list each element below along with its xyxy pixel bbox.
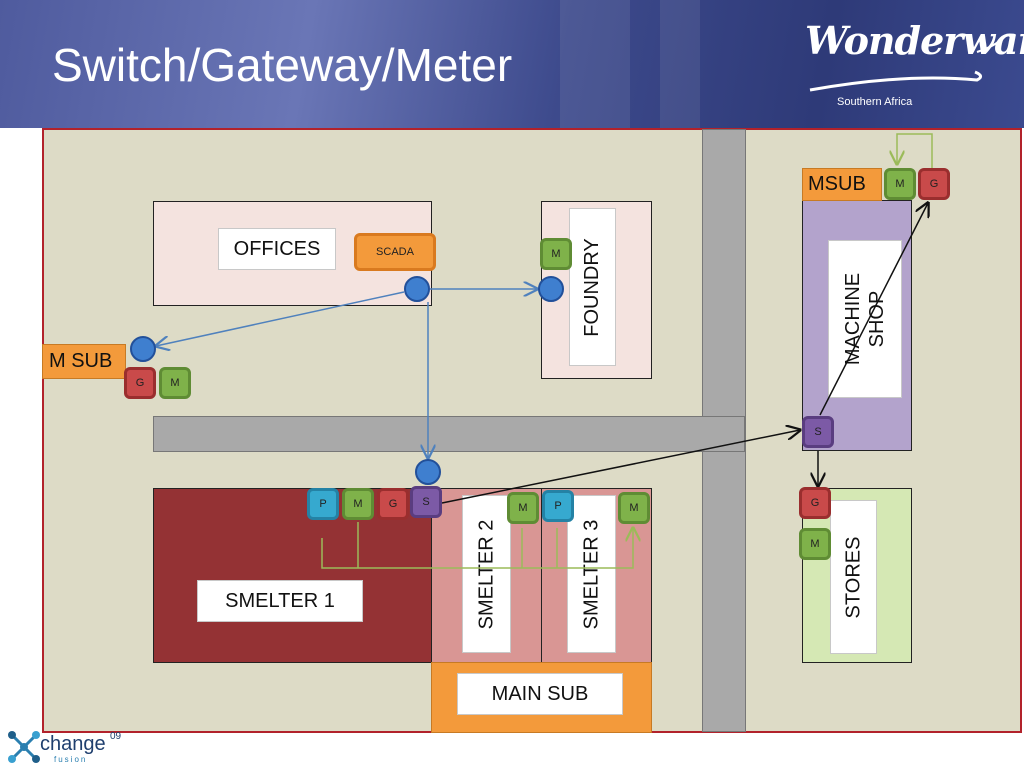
page-title: Switch/Gateway/Meter	[52, 39, 513, 91]
smelter1-switch: S	[410, 486, 442, 518]
machine-shop-switch: S	[802, 416, 834, 448]
wonderware-logo: Wonderware Southern Africa	[805, 18, 1024, 113]
link-offices-msub	[156, 291, 405, 346]
smelter3-meter: M	[618, 492, 650, 524]
machine-shop-meter: M	[884, 168, 916, 200]
foundry-label-box: FOUNDRY	[569, 208, 616, 366]
stores-meter: M	[799, 528, 831, 560]
smelter-network-node	[415, 459, 441, 485]
stores-label-box: STORES	[830, 500, 877, 654]
machine-shop-gateway: G	[918, 168, 950, 200]
machine-shop-label-box: MACHINE SHOP	[828, 240, 902, 398]
link-smelter-switch	[441, 430, 800, 504]
main-sub-label: MAIN SUB	[457, 673, 623, 715]
msub-network-node	[130, 336, 156, 362]
smelter2-label-box: SMELTER 2	[462, 495, 511, 653]
msub-gateway: G	[124, 367, 156, 399]
smelter3-plc: P	[542, 490, 574, 522]
msub-meter: M	[159, 367, 191, 399]
header-stripe	[560, 0, 630, 128]
smelter1-meter: M	[342, 488, 374, 520]
footer-logo-text: change	[40, 733, 106, 755]
foundry-network-node	[538, 276, 564, 302]
smelter1-plc: P	[307, 488, 339, 520]
stores-gateway: G	[799, 487, 831, 519]
offices-network-node	[404, 276, 430, 302]
logo-swoosh-icon	[809, 37, 1004, 92]
smelter2-meter: M	[507, 492, 539, 524]
change-fusion-logo: change 09 fusion	[6, 729, 156, 765]
link-smelter-meters	[321, 528, 633, 569]
logo-subtitle: Southern Africa	[837, 96, 913, 108]
scada-station: SCADA	[354, 233, 436, 271]
smelter1-gateway: G	[377, 488, 409, 520]
smelter3-label-box: SMELTER 3	[567, 495, 616, 653]
footer-logo-sup: 09	[110, 731, 122, 742]
logo-wordmark: Wonderware	[805, 18, 1024, 63]
m-sub-tag: M SUB	[42, 344, 126, 379]
header-banner: Switch/Gateway/Meter Wonderware Southern…	[0, 0, 1024, 128]
msub-tag: MSUB	[802, 168, 882, 201]
smelter1-label: SMELTER 1	[197, 580, 363, 622]
link-machine-gateway	[897, 133, 933, 168]
footer-logo-sub: fusion	[54, 755, 88, 764]
road-horizontal	[153, 416, 745, 452]
offices-label: OFFICES	[218, 228, 336, 270]
molecule-icon	[8, 731, 40, 763]
foundry-meter: M	[540, 238, 572, 270]
link-switch-msub	[819, 203, 928, 416]
header-stripe	[660, 0, 700, 128]
